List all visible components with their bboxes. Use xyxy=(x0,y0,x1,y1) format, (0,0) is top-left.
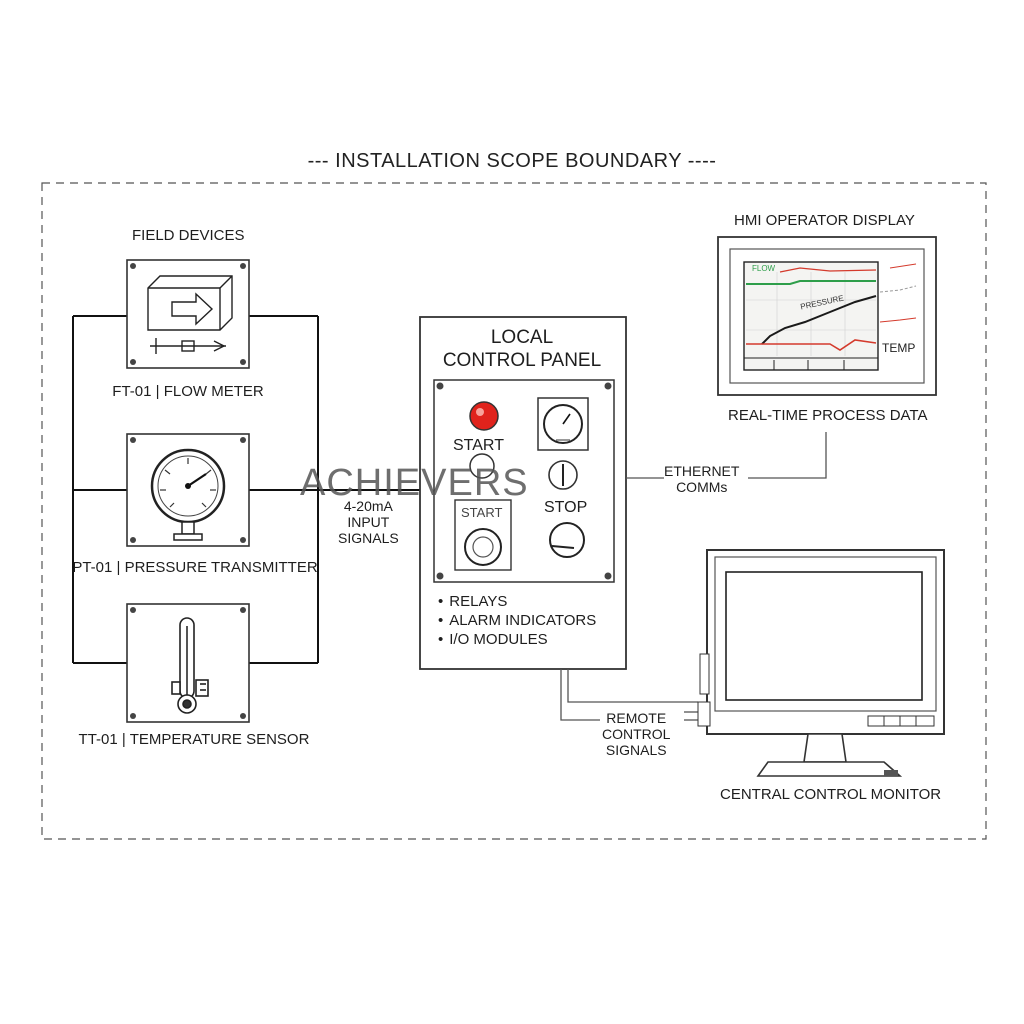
central-control-monitor xyxy=(697,549,945,777)
pressure-transmitter-device xyxy=(126,433,250,547)
start-indicator-light xyxy=(469,401,499,431)
scope-boundary xyxy=(41,182,987,840)
local-control-panel xyxy=(419,316,627,670)
monitor-caption: CENTRAL CONTROL MONITOR xyxy=(720,786,942,803)
ethernet-line xyxy=(626,432,827,479)
hmi-heading: HMI OPERATOR DISPLAY xyxy=(734,212,915,229)
flow-trend-label: FLOW xyxy=(752,264,776,273)
flow-meter-icon xyxy=(147,275,233,354)
stop-label: STOP xyxy=(544,499,588,516)
start-button-label: START xyxy=(461,505,503,520)
stop-button xyxy=(549,522,585,558)
pressure-trace xyxy=(761,295,877,345)
list-item: ALARM INDICATORS xyxy=(438,611,596,630)
hmi-display xyxy=(717,236,937,396)
pressure-transmitter-label: PT-01 | PRESSURE TRANSMITTER xyxy=(72,559,318,576)
flow-meter-label: FT-01 | FLOW METER xyxy=(112,383,264,400)
field-devices-heading: FIELD DEVICES xyxy=(132,227,245,244)
hmi-caption: REAL-TIME PROCESS DATA xyxy=(728,407,928,424)
list-item: RELAYS xyxy=(438,592,596,611)
temperature-sensor-label: TT-01 | TEMPERATURE SENSOR xyxy=(78,731,310,748)
remote-control-lines xyxy=(560,669,700,721)
temp-trace xyxy=(746,339,877,351)
temperature-sensor-device xyxy=(126,603,250,723)
input-signals-label: 4-20mA INPUT SIGNALS xyxy=(338,498,399,546)
pressure-gauge-icon xyxy=(150,448,226,541)
diagram-title: --- INSTALLATION SCOPE BOUNDARY ---- xyxy=(307,150,717,172)
remote-control-signals-label: REMOTE CONTROL SIGNALS xyxy=(602,710,671,758)
start-indicator-label: START xyxy=(453,437,504,454)
list-item: I/O MODULES xyxy=(438,630,596,649)
control-panel-title: LOCAL CONTROL PANEL xyxy=(442,327,602,371)
ethernet-label: ETHERNET COMMs xyxy=(664,463,740,495)
thermometer-icon xyxy=(171,617,209,714)
flow-meter-device xyxy=(126,259,250,369)
panel-components-list: RELAYS ALARM INDICATORS I/O MODULES xyxy=(438,592,596,649)
flow-trace xyxy=(746,280,876,285)
watermark: ACHIEVERS xyxy=(300,462,529,504)
temp-trend-label: TEMP xyxy=(882,341,916,355)
